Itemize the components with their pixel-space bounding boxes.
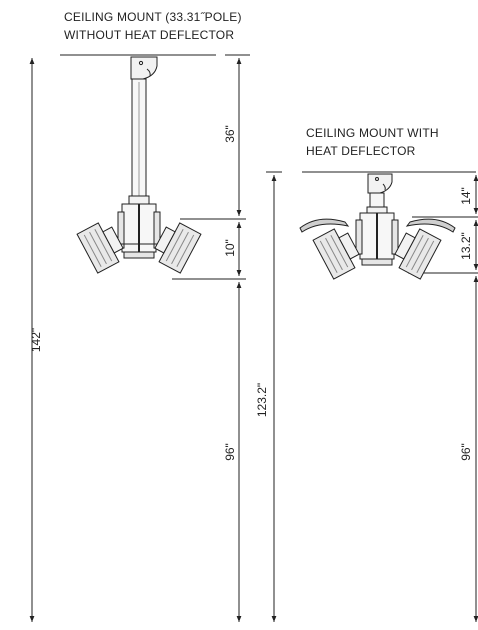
right-ceiling-bracket <box>367 173 393 194</box>
left-diagram-title: CEILING MOUNT (33.31˝POLE) WITHOUT HEAT … <box>64 8 242 44</box>
right-heater-head-right <box>394 228 442 280</box>
right-heater-label: 13.2" <box>459 232 473 260</box>
right-heat-deflector-left <box>299 218 350 233</box>
right-floor-label: 96" <box>459 443 473 461</box>
left-title-line-1: CEILING MOUNT (33.31˝POLE) <box>64 10 242 24</box>
left-ceiling-bracket <box>130 56 158 80</box>
right-title-line-1: CEILING MOUNT WITH <box>306 126 439 140</box>
right-pole-label: 14" <box>459 187 473 205</box>
right-heat-deflector-right <box>405 218 456 233</box>
right-heater-head-left <box>312 228 360 280</box>
left-overall-label: 142" <box>29 328 43 352</box>
left-heater-head-right <box>154 222 202 274</box>
left-diagram <box>29 54 250 622</box>
left-heater-label: 10" <box>223 239 237 257</box>
left-floor-label: 96" <box>223 443 237 461</box>
right-diagram-title: CEILING MOUNT WITH HEAT DEFLECTOR <box>306 124 439 160</box>
left-title-line-2: WITHOUT HEAT DEFLECTOR <box>64 28 235 42</box>
left-bracket-bolt <box>138 60 144 66</box>
left-pole-label: 36" <box>223 125 237 143</box>
left-pole-collar <box>128 195 150 205</box>
right-pole <box>369 192 385 208</box>
left-heater-head-left <box>76 222 124 274</box>
right-diagram <box>266 171 478 622</box>
right-title-line-2: HEAT DEFLECTOR <box>306 144 416 158</box>
right-overall-label: 123.2" <box>255 383 269 417</box>
